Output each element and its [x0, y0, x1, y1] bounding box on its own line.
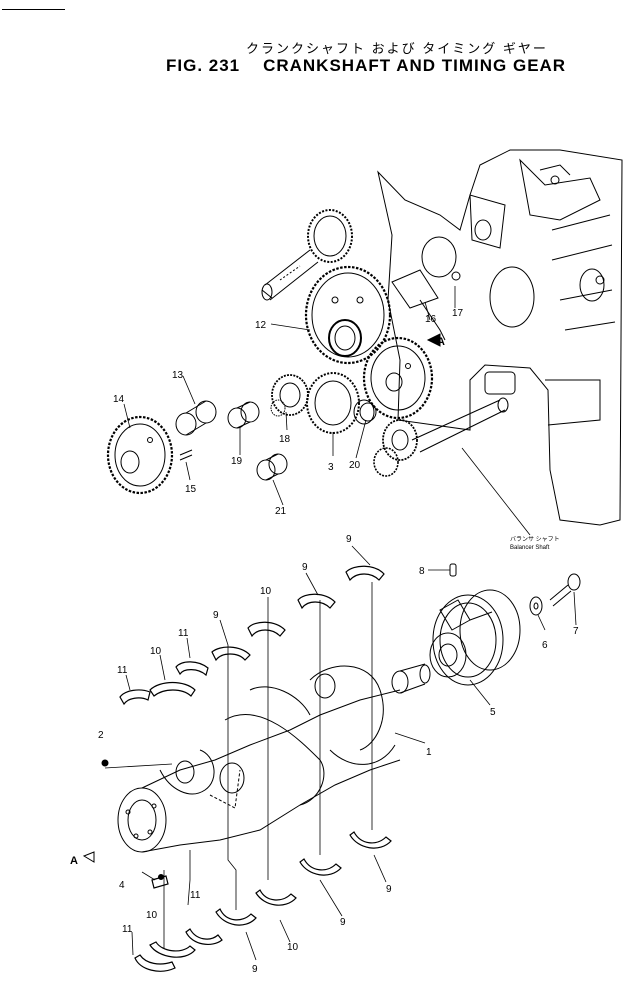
label-part-5: 5 — [490, 707, 496, 718]
label-part-17: 17 — [452, 308, 464, 319]
idler-gear — [304, 265, 392, 365]
bolt-7 — [549, 573, 581, 607]
balancer-label-jp: バランサ シャフト — [510, 536, 560, 543]
part-labels: 1 2 3 4 5 6 7 8 9 9 9 9 9 9 10 10 10 10 … — [70, 308, 579, 975]
label-part-9e: 9 — [340, 917, 346, 928]
label-part-9c: 9 — [213, 610, 219, 621]
label-part-12: 12 — [255, 320, 267, 331]
label-part-10d: 10 — [146, 910, 158, 921]
gear-14 — [106, 415, 174, 495]
label-part-13: 13 — [172, 370, 184, 381]
top-rule — [2, 9, 65, 10]
leader-lines — [104, 286, 577, 961]
view-marker-upper: A — [437, 336, 445, 348]
label-part-15: 15 — [185, 484, 197, 495]
label-part-18: 18 — [279, 434, 291, 445]
crankshaft-gear — [306, 372, 360, 434]
label-part-10c: 10 — [287, 942, 299, 953]
label-part-1: 1 — [426, 747, 432, 758]
bearing-shells-lower — [134, 831, 392, 972]
label-part-9a: 9 — [346, 534, 352, 545]
label-part-2: 2 — [98, 730, 104, 741]
crank-pulley — [429, 589, 521, 686]
label-part-11a: 11 — [178, 628, 189, 639]
bushing-20 — [359, 402, 377, 422]
bearing-shells-upper — [119, 565, 385, 706]
label-part-11b: 11 — [117, 665, 128, 676]
view-arrow-lower — [82, 851, 95, 863]
plate-bracket — [391, 269, 461, 341]
bushing-19 — [227, 401, 260, 429]
bolt-2-mark — [101, 759, 109, 767]
label-part-9b: 9 — [302, 562, 308, 573]
label-part-9f: 9 — [252, 964, 258, 975]
label-part-20: 20 — [349, 460, 361, 471]
pin-4-mark — [158, 874, 164, 880]
label-part-19: 19 — [231, 456, 243, 467]
figure-title: FIG. 231 CRANKSHAFT AND TIMING GEAR — [166, 56, 566, 76]
title-japanese: クランクシャフト および タイミング ギヤー — [246, 41, 548, 56]
label-part-9d: 9 — [386, 884, 392, 895]
label-part-3: 3 — [328, 462, 334, 473]
balancer-gear — [353, 397, 509, 477]
label-part-11d: 11 — [122, 924, 133, 935]
bushing-21 — [256, 453, 288, 481]
label-part-10b: 10 — [150, 646, 162, 657]
label-part-8: 8 — [419, 566, 425, 577]
figure-number: FIG. 231 — [166, 56, 241, 75]
key-8 — [449, 563, 457, 577]
label-part-6: 6 — [542, 640, 548, 651]
label-part-11c: 11 — [190, 890, 201, 901]
view-arrow-upper — [426, 333, 441, 347]
view-marker-lower: A — [70, 855, 78, 867]
label-part-4: 4 — [119, 880, 125, 891]
label-part-7: 7 — [573, 626, 579, 637]
label-part-21: 21 — [275, 506, 287, 517]
washer-6 — [529, 596, 543, 616]
bushing-13 — [175, 400, 217, 436]
label-part-14: 14 — [113, 394, 125, 405]
engine-block — [377, 149, 623, 526]
label-part-16: 16 — [425, 314, 437, 325]
small-idler-gear — [270, 374, 309, 417]
balancer-label-en: Balancer Shaft — [510, 545, 550, 551]
pin-15 — [179, 449, 193, 461]
crankshaft — [117, 663, 431, 853]
camshaft-gear — [261, 209, 353, 301]
label-part-10a: 10 — [260, 586, 272, 597]
figure-title-text: CRANKSHAFT AND TIMING GEAR — [263, 56, 567, 75]
injection-pump-gear — [362, 336, 434, 420]
